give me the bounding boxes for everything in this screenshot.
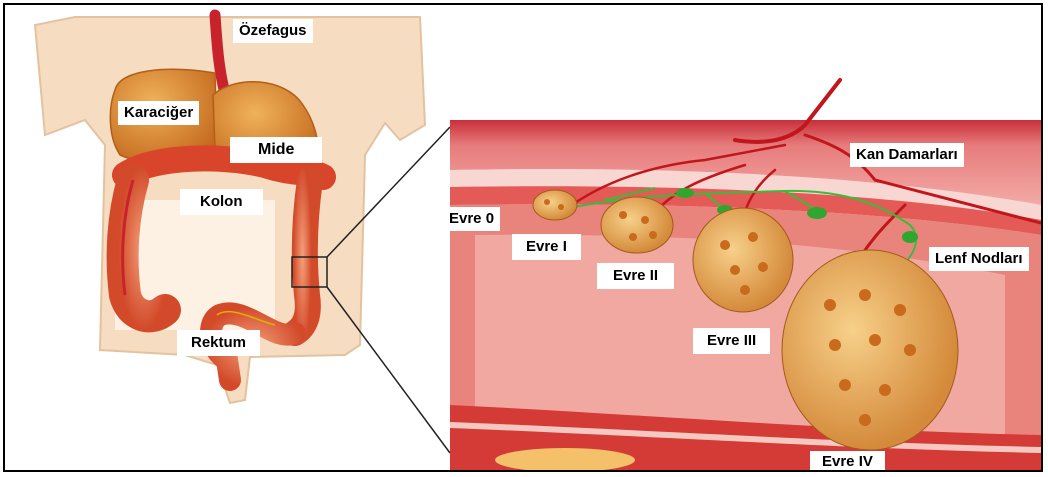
label-blood-vessels: Kan Damarları [850, 143, 964, 167]
figure-frame: Özefagus Karaciğer Mide Kolon Rektum Kan… [3, 3, 1043, 472]
label-stage-4: Evre IV [810, 451, 885, 472]
label-liver: Karaciğer [118, 101, 199, 125]
tumor-stage-2 [601, 197, 673, 253]
label-colon: Kolon [180, 189, 263, 215]
tumor-stage-3 [693, 208, 793, 312]
tumor-stage-4 [782, 250, 958, 450]
label-stomach: Mide [230, 137, 322, 163]
tumor-stage-0 [533, 190, 577, 220]
label-lymph-nodes: Lenf Nodları [929, 247, 1029, 271]
label-rectum: Rektum [177, 330, 260, 356]
label-stage-0: Evre 0 [443, 207, 500, 231]
label-stage-3: Evre III [693, 328, 770, 354]
label-esophagus: Özefagus [233, 19, 313, 43]
label-stage-1: Evre I [512, 234, 581, 260]
label-stage-2: Evre II [597, 263, 674, 289]
